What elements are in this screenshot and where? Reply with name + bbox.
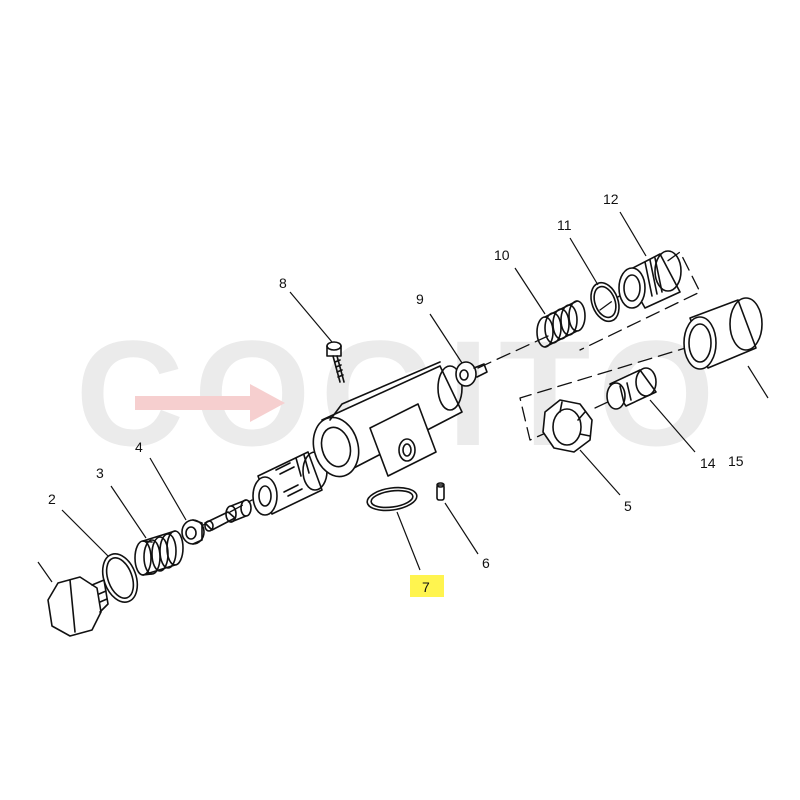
leader-lines	[37, 211, 769, 583]
part-pin-6	[436, 482, 445, 501]
part-sleeve-15	[683, 297, 763, 370]
label-part-3: 3	[96, 465, 104, 481]
label-part-4: 4	[135, 439, 143, 455]
part-washer-4	[181, 519, 205, 545]
part-pilot-pin	[204, 499, 252, 532]
highlight-marker	[410, 575, 444, 597]
part-hex-plug	[47, 576, 109, 637]
watermark-arrow-icon	[135, 384, 285, 422]
part-bolt-8	[326, 341, 345, 383]
label-part-11: 11	[557, 217, 572, 233]
part-o-ring-7	[366, 486, 418, 512]
label-part-10: 10	[494, 247, 510, 263]
label-part-14: 14	[700, 455, 716, 471]
part-spring-3	[134, 530, 184, 576]
label-part-9: 9	[416, 291, 424, 307]
label-part-8: 8	[279, 275, 287, 291]
part-valve-body	[312, 361, 463, 478]
part-lock-nut-5	[542, 399, 593, 453]
label-part-12: 12	[603, 191, 619, 207]
part-o-ring-2	[101, 553, 139, 603]
part-o-ring-11	[590, 281, 620, 323]
label-part-7: 7	[422, 579, 430, 595]
label-part-15: 15	[728, 453, 744, 469]
part-threaded-bushing-12	[618, 250, 682, 309]
label-part-5: 5	[624, 498, 632, 514]
part-plug-14	[606, 367, 657, 410]
part-spring-10	[536, 300, 586, 348]
label-part-2: 2	[48, 491, 56, 507]
part-labels: 2 3 4 5 6 7 8 9 10 11 12 14 15	[48, 191, 744, 595]
part-washer-9	[455, 361, 488, 387]
label-part-6: 6	[482, 555, 490, 571]
